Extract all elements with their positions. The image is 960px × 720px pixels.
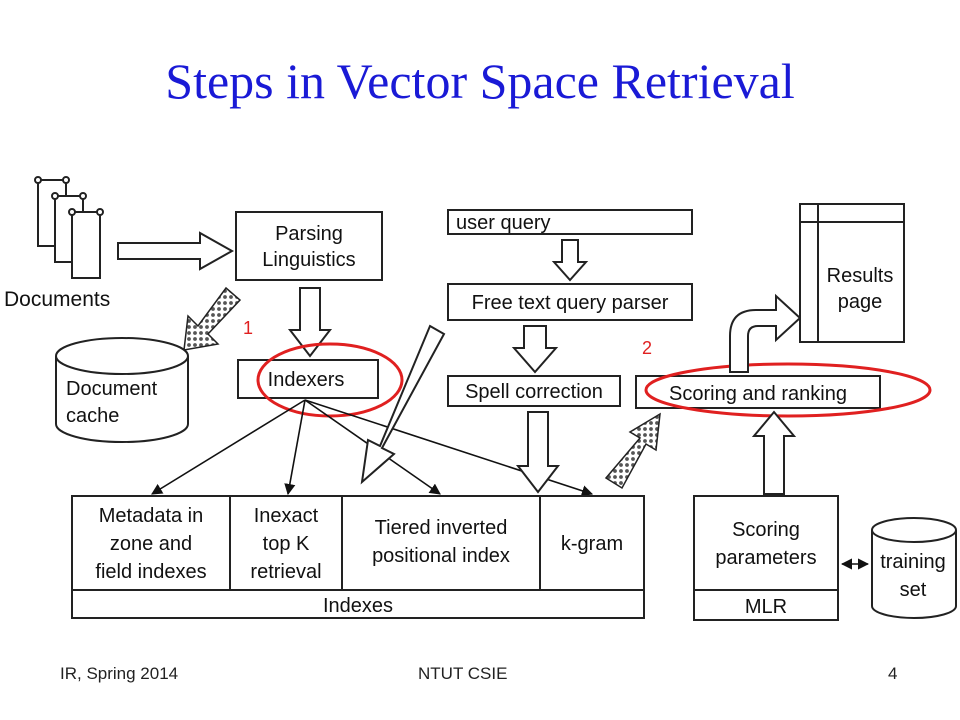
indexes-to-scoring-dotted-arrow [604,412,661,490]
free-text-parser-box [447,283,693,321]
indexers-label: Indexers [268,369,345,391]
document-cache-cylinder [55,337,189,443]
mlr-to-scoring-arrow [751,410,797,495]
kgram-label: k-gram [561,533,623,555]
parsing-box [235,211,383,281]
documents-label: Documents [4,288,110,311]
parser-to-spell-arrow [511,325,559,374]
query-to-tiered-index-arrow [360,324,446,485]
marker-1: 1 [243,318,253,338]
inexact-label-2: top K [263,533,310,555]
user-query-label: user query [456,212,551,234]
indexes-table [71,495,645,619]
free-text-parser-label: Free text query parser [472,292,669,314]
scoring-to-results-arrow [729,293,802,373]
query-to-parser-arrow [551,239,589,282]
user-query-box [447,209,693,235]
slide-title: Steps in Vector Space Retrieval [165,53,795,109]
footer-course: IR, Spring 2014 [60,664,179,683]
scoring-ranking-label: Scoring and ranking [669,383,847,405]
document-cache-label-2: cache [66,405,119,427]
linguistics-label: Linguistics [262,249,355,271]
training-label: training [880,551,946,573]
documents-to-parsing-arrow [117,231,235,271]
results-page-icon [799,203,905,343]
scoring-params-label-1: Scoring [732,519,800,541]
inexact-label-1: Inexact [254,505,319,527]
scoring-ranking-box [635,375,881,409]
tiered-label-1: Tiered inverted [375,517,508,539]
indexers-highlight-ellipse [256,342,404,418]
metadata-label-3: field indexes [95,561,206,583]
document-cache-label-1: Document [66,378,158,400]
scoring-params-label-2: parameters [715,547,816,569]
indexes-label: Indexes [323,595,393,617]
set-label: set [900,579,927,601]
metadata-label-2: zone and [110,533,192,555]
documents-icon [34,176,104,279]
spell-correction-label: Spell correction [465,381,603,403]
training-set-cylinder [871,517,957,619]
parsing-label: Parsing [275,223,343,245]
inexact-label-3: retrieval [250,561,321,583]
mlr-label: MLR [745,596,787,618]
marker-2: 2 [642,338,652,358]
page-label: page [838,291,883,313]
tiered-label-2: positional index [372,545,510,567]
scoring-parameters-box [693,495,839,621]
parsing-to-cache-dotted-arrow [183,286,242,351]
metadata-label-1: Metadata in [99,505,204,527]
results-label: Results [827,265,894,287]
footer-institution: NTUT CSIE [418,664,508,683]
footer-page-number: 4 [888,664,898,683]
spell-to-indexes-arrow [515,411,561,494]
scoring-highlight-ellipse [644,362,932,418]
spell-correction-box [447,375,621,407]
